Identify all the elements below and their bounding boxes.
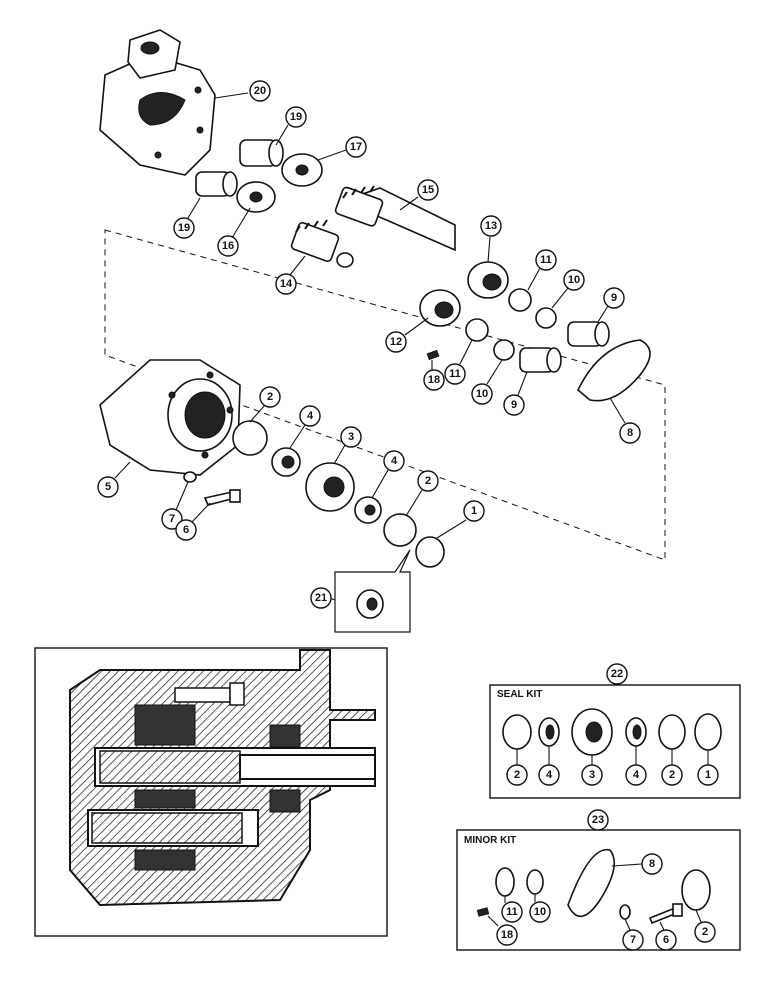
minor-kit-item-18: 18 bbox=[496, 924, 518, 946]
callout-6: 6 bbox=[175, 519, 197, 541]
callout-13: 13 bbox=[480, 215, 502, 237]
minor-kit-item-7: 7 bbox=[622, 929, 644, 951]
svg-text:4: 4 bbox=[546, 769, 553, 781]
seal-kit-item-2: 2 bbox=[506, 764, 528, 786]
svg-text:4: 4 bbox=[633, 769, 640, 781]
seal-kit-item-4: 4 bbox=[538, 764, 560, 786]
callout-4: 4 bbox=[299, 405, 321, 427]
svg-text:17: 17 bbox=[350, 141, 362, 153]
minor-kit-item-2: 2 bbox=[694, 921, 716, 943]
svg-text:20: 20 bbox=[254, 85, 266, 97]
seal-kit-panel: 22 SEAL KIT 2 4 3 4 2 1 bbox=[489, 663, 741, 799]
callout-16: 16 bbox=[217, 235, 239, 257]
seal-kit-item-1: 1 bbox=[697, 764, 719, 786]
svg-text:11: 11 bbox=[506, 906, 518, 918]
minor-kit-item-11: 11 bbox=[501, 901, 523, 923]
svg-text:15: 15 bbox=[422, 184, 434, 196]
minor-kit-title: MINOR KIT bbox=[464, 835, 516, 846]
svg-text:3: 3 bbox=[589, 769, 595, 781]
callout-14: 14 bbox=[275, 273, 297, 295]
svg-text:3: 3 bbox=[348, 431, 354, 443]
seal-kit-item-2b: 2 bbox=[661, 764, 683, 786]
svg-text:1: 1 bbox=[471, 505, 477, 517]
svg-text:23: 23 bbox=[592, 814, 604, 826]
callout-9b: 9 bbox=[503, 394, 525, 416]
minor-kit-number: 23 bbox=[587, 809, 609, 831]
callout-10b: 10 bbox=[471, 383, 493, 405]
minor-kit-item-10: 10 bbox=[529, 901, 551, 923]
callout-19: 19 bbox=[285, 106, 307, 128]
drive-gear-part bbox=[334, 185, 456, 252]
gasket-part bbox=[577, 339, 651, 402]
svg-text:2: 2 bbox=[267, 391, 273, 403]
callout-15: 15 bbox=[417, 179, 439, 201]
svg-text:18: 18 bbox=[501, 929, 513, 941]
svg-text:16: 16 bbox=[222, 240, 234, 252]
svg-text:19: 19 bbox=[290, 111, 302, 123]
seal-kit-title: SEAL KIT bbox=[497, 689, 542, 700]
svg-text:6: 6 bbox=[183, 524, 189, 536]
svg-text:12: 12 bbox=[390, 336, 402, 348]
exploded-view: 20 19 17 19 16 15 13 14 11 10 9 12 11 10… bbox=[97, 29, 666, 633]
svg-text:11: 11 bbox=[540, 254, 552, 266]
callout-12: 12 bbox=[385, 331, 407, 353]
callout-11: 11 bbox=[535, 249, 557, 271]
svg-text:2: 2 bbox=[425, 475, 431, 487]
callout-21: 21 bbox=[310, 587, 332, 609]
svg-text:1: 1 bbox=[705, 769, 711, 781]
callout-5: 5 bbox=[97, 476, 119, 498]
callout-2: 2 bbox=[259, 386, 281, 408]
svg-text:10: 10 bbox=[534, 906, 546, 918]
callout-11b: 11 bbox=[444, 363, 466, 385]
seal-kit-item-4b: 4 bbox=[625, 764, 647, 786]
callout-9: 9 bbox=[603, 287, 625, 309]
cross-section-view bbox=[34, 647, 388, 937]
svg-text:2: 2 bbox=[514, 769, 520, 781]
svg-text:7: 7 bbox=[169, 513, 175, 525]
svg-text:8: 8 bbox=[627, 427, 633, 439]
seal-kit-number: 22 bbox=[606, 663, 628, 685]
svg-text:10: 10 bbox=[568, 274, 580, 286]
svg-text:21: 21 bbox=[315, 592, 327, 604]
callout-4b: 4 bbox=[383, 450, 405, 472]
svg-text:8: 8 bbox=[649, 858, 655, 870]
svg-text:10: 10 bbox=[476, 388, 488, 400]
flange-housing-part bbox=[99, 359, 241, 476]
svg-text:9: 9 bbox=[511, 399, 517, 411]
svg-text:2: 2 bbox=[702, 926, 708, 938]
callout-10: 10 bbox=[563, 269, 585, 291]
pump-body-part bbox=[99, 29, 216, 176]
svg-text:11: 11 bbox=[449, 368, 461, 380]
svg-text:4: 4 bbox=[307, 410, 314, 422]
seal-kit-item-3: 3 bbox=[581, 764, 603, 786]
callout-17: 17 bbox=[345, 136, 367, 158]
callout-19b: 19 bbox=[173, 217, 195, 239]
svg-text:13: 13 bbox=[485, 220, 497, 232]
svg-text:9: 9 bbox=[611, 292, 617, 304]
svg-text:6: 6 bbox=[663, 934, 669, 946]
minor-kit-panel: 23 MINOR KIT 11 10 8 2 18 7 6 bbox=[456, 809, 741, 951]
svg-text:14: 14 bbox=[280, 278, 293, 290]
svg-text:18: 18 bbox=[428, 374, 440, 386]
idler-gear-part bbox=[290, 219, 354, 268]
callout-8: 8 bbox=[619, 422, 641, 444]
callout-1: 1 bbox=[463, 500, 485, 522]
minor-kit-item-8: 8 bbox=[641, 853, 663, 875]
svg-text:22: 22 bbox=[611, 668, 623, 680]
callout-2b: 2 bbox=[417, 470, 439, 492]
bearing-part bbox=[195, 139, 284, 197]
svg-text:2: 2 bbox=[669, 769, 675, 781]
svg-text:7: 7 bbox=[630, 934, 636, 946]
callout-3: 3 bbox=[340, 426, 362, 448]
callout-7: 7 bbox=[161, 508, 183, 530]
callout-18: 18 bbox=[423, 369, 445, 391]
callout-20: 20 bbox=[249, 80, 271, 102]
svg-text:5: 5 bbox=[105, 481, 111, 493]
svg-text:19: 19 bbox=[178, 222, 190, 234]
minor-kit-item-6: 6 bbox=[655, 929, 677, 951]
svg-text:4: 4 bbox=[391, 455, 398, 467]
